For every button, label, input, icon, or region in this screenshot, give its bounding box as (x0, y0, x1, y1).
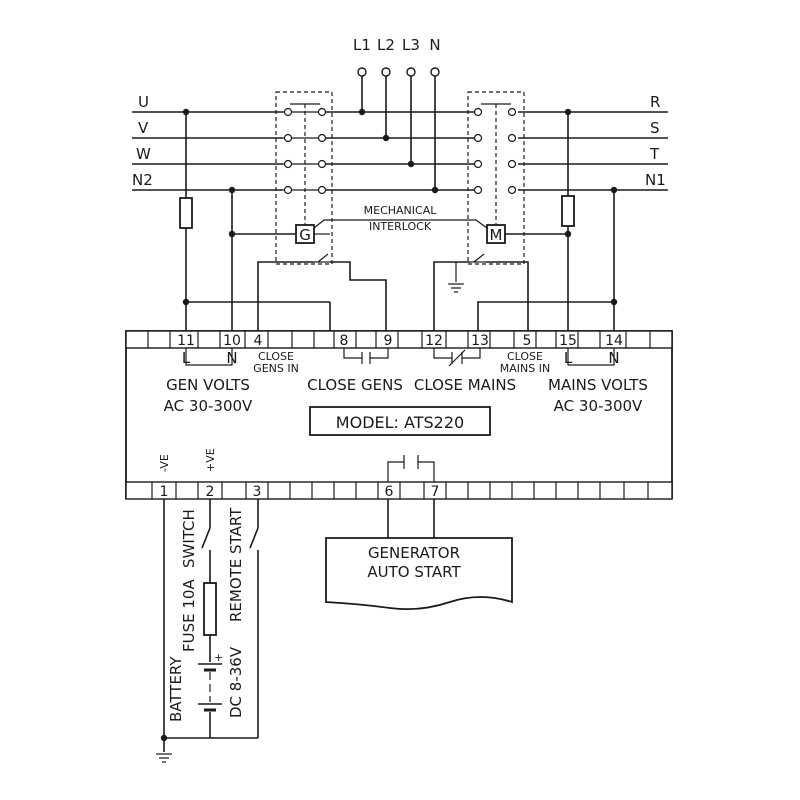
terminal-10: 10 (223, 333, 241, 349)
terminal-l1 (357, 67, 367, 77)
remote-start-switch (249, 527, 259, 549)
mains-bus-lines: R S T N1 (518, 93, 668, 194)
model-box: MODEL: ATS220 (309, 406, 491, 436)
pos-label: +VE (204, 448, 217, 472)
terminal-n (430, 67, 440, 77)
label-r: R (650, 93, 660, 111)
gen-auto-start-line1: GENERATOR (368, 544, 460, 562)
supply-terminals: L1 L2 L3 N (353, 36, 441, 187)
generator-contactor: G (228, 91, 435, 265)
terminal-11: 11 (177, 333, 195, 349)
gen-l-label: L (182, 349, 191, 367)
battery-label: BATTERY (167, 656, 185, 722)
interlock-line1: MECHANICAL (364, 204, 438, 217)
close-gens-in-line2: GENS IN (253, 362, 299, 375)
terminal-b3: 3 (253, 484, 262, 500)
gen-n-label: N (226, 349, 237, 367)
gen-volts-label: GEN VOLTS (166, 376, 250, 394)
gen-auto-start-line2: AUTO START (367, 563, 461, 581)
close-gens-in-line1: CLOSE (258, 350, 294, 363)
label-n1: N1 (645, 171, 666, 189)
label-u: U (138, 93, 149, 111)
label-v: V (138, 119, 149, 137)
terminal-l2 (381, 67, 391, 77)
battery-circuit: + BATTERY FUSE 10A SWITCH DC 8-36V REMOT… (156, 499, 259, 763)
close-gens-label: CLOSE GENS (307, 376, 403, 394)
terminal-8: 8 (340, 333, 349, 349)
mains-volts-label: MAINS VOLTS (548, 376, 648, 394)
mains-volts-range: AC 30-300V (554, 397, 643, 415)
terminal-b1: 1 (160, 484, 169, 500)
switch-label: SWITCH (180, 509, 198, 568)
terminal-4: 4 (254, 333, 263, 349)
close-mains-in-line2: MAINS IN (500, 362, 550, 375)
mains-n-label: N (608, 349, 619, 367)
label-w: W (136, 145, 151, 163)
bottom-terminal-strip: 1 2 3 6 7 (125, 481, 673, 500)
auto-start-contact (387, 455, 435, 482)
generator-auto-start: GENERATOR AUTO START (325, 499, 513, 611)
dc-range-label: DC 8-36V (227, 646, 245, 718)
label-n2: N2 (132, 171, 153, 189)
label-n: N (429, 36, 440, 54)
remote-start-label: REMOTE START (227, 507, 245, 622)
terminal-13: 13 (471, 333, 489, 349)
terminal-15: 15 (559, 333, 577, 349)
terminal-b7: 7 (431, 484, 440, 500)
fuse-label: FUSE 10A (180, 579, 198, 652)
top-terminal-strip: 11 10 4 8 9 12 13 5 15 14 (125, 330, 673, 349)
gen-volts-range: AC 30-300V (164, 397, 253, 415)
battery-plus-sign: + (214, 651, 223, 664)
sense-fuses (179, 112, 618, 340)
terminal-12: 12 (425, 333, 443, 349)
mains-coil-label: M (490, 226, 503, 244)
label-l3: L3 (402, 36, 420, 54)
terminal-9: 9 (384, 333, 393, 349)
gen-coil-label: G (299, 226, 311, 244)
control-wiring (186, 261, 614, 340)
mains-sense-fuse (561, 195, 575, 227)
label-t: T (649, 145, 660, 163)
fuse-10a (203, 582, 217, 636)
terminal-l3 (406, 67, 416, 77)
interlock-line2: INTERLOCK (369, 220, 432, 233)
terminal-14: 14 (605, 333, 623, 349)
supply-switch (201, 527, 211, 549)
generator-bus-lines: U V W N2 (132, 93, 283, 194)
label-l2: L2 (377, 36, 395, 54)
close-mains-label: CLOSE MAINS (414, 376, 516, 394)
top-inner-labels: L N CLOSE GENS IN CLOSE MAINS IN L N GEN… (164, 348, 648, 415)
gen-sense-fuse (179, 197, 193, 229)
terminal-b6: 6 (385, 484, 394, 500)
model-label: MODEL: ATS220 (336, 413, 464, 432)
neg-label: -VE (158, 454, 171, 472)
label-l1: L1 (353, 36, 371, 54)
close-mains-in-line1: CLOSE (507, 350, 543, 363)
label-s: S (650, 119, 660, 137)
terminal-5: 5 (523, 333, 532, 349)
mechanical-interlock: MECHANICAL INTERLOCK (313, 204, 488, 233)
mains-contactor: M (358, 91, 572, 265)
terminal-b2: 2 (206, 484, 215, 500)
mains-l-label: L (564, 349, 573, 367)
